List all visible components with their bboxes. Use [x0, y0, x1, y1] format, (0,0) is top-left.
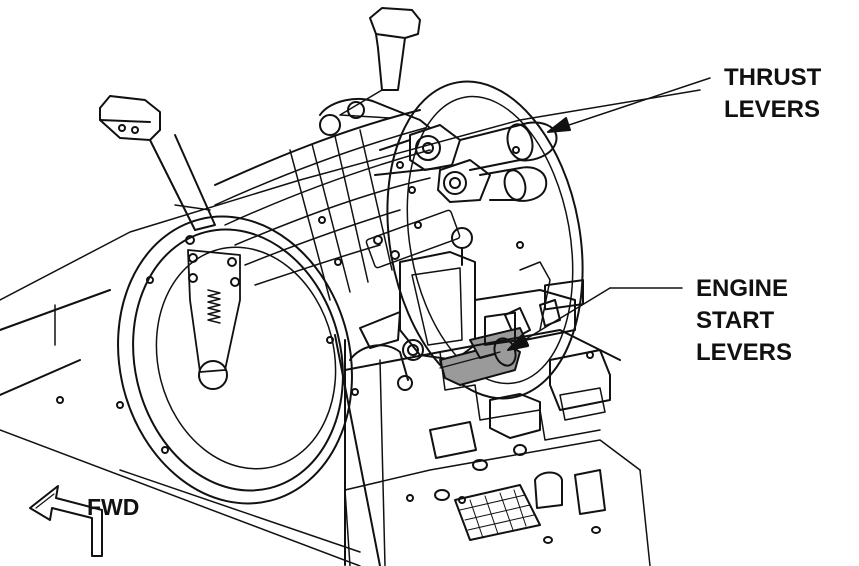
engine-start-levers-label: ENGINE START LEVERS: [696, 273, 792, 369]
forward-arrow-icon: [29, 485, 103, 557]
callout-leaders: [507, 77, 711, 351]
forward-label: FWD: [87, 494, 140, 520]
thrust-levers-label: THRUST LEVERS: [724, 62, 821, 126]
engine-start-levers-label-line3: LEVERS: [696, 339, 793, 366]
trim-wheel: [56, 215, 359, 505]
left-lever: [99, 95, 216, 231]
thrust-lever-assembly: [319, 97, 558, 269]
control-panel: [344, 279, 651, 566]
top-lever: [339, 7, 421, 119]
engine-start-levers-label-line1: ENGINE: [696, 275, 789, 302]
thrust-levers-label-line1: THRUST: [724, 64, 822, 91]
engine-start-levers-label-line2: START: [696, 307, 775, 334]
thrust-levers-label-line2: LEVERS: [724, 96, 821, 123]
quadrant-drum: [214, 80, 584, 400]
engine-start-levers: [439, 327, 529, 386]
